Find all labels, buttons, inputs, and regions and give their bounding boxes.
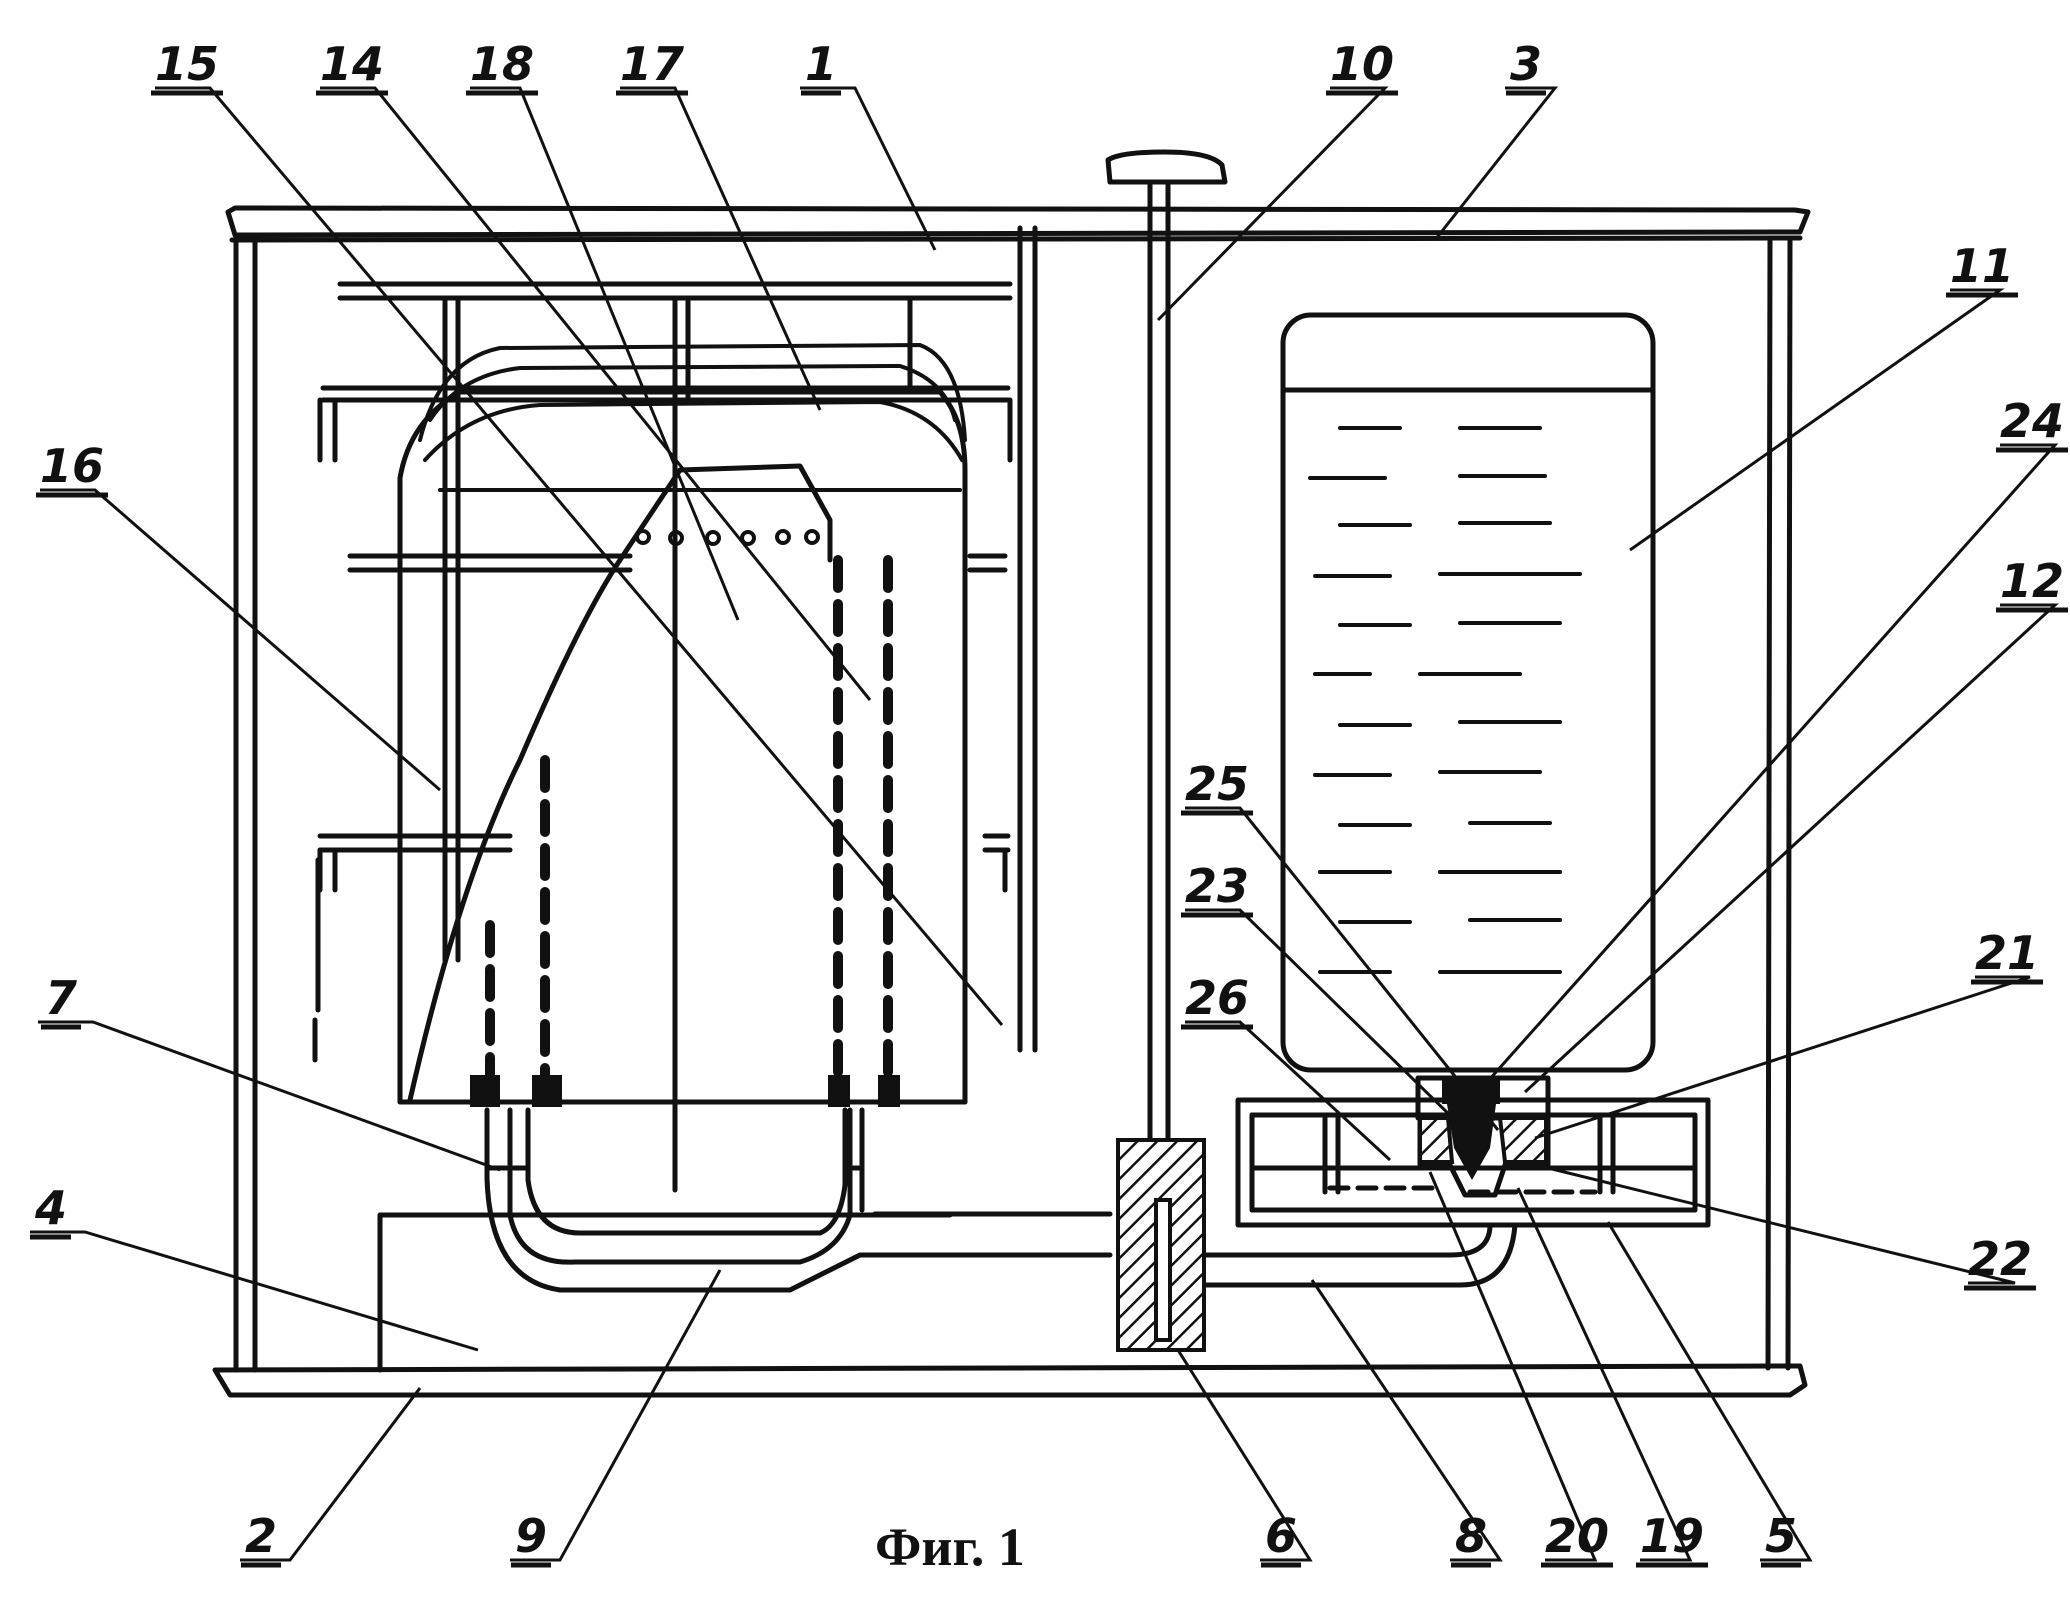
label-20: 20 — [1545, 1509, 1609, 1563]
burner-body — [400, 392, 965, 1102]
label-6: 6 — [1265, 1509, 1297, 1563]
figure-caption: Фиг. 1 — [875, 1517, 1025, 1577]
label-17: 17 — [620, 37, 684, 91]
label-9: 9 — [515, 1509, 547, 1563]
label-23: 23 — [1185, 859, 1249, 913]
label-7: 7 — [45, 971, 77, 1025]
leader-lines — [30, 88, 2055, 1560]
label-14: 14 — [320, 37, 384, 91]
label-19: 19 — [1640, 1509, 1704, 1563]
label-4: 4 — [34, 1181, 67, 1235]
label-15: 15 — [155, 37, 219, 91]
air-holes — [637, 531, 818, 544]
label-8: 8 — [1455, 1509, 1487, 1563]
label-26: 26 — [1185, 971, 1249, 1025]
connecting-pipe — [1205, 1225, 1515, 1285]
label-2: 2 — [245, 1509, 277, 1563]
glass-cylinder — [410, 466, 830, 1100]
label-11: 11 — [1950, 239, 2014, 293]
fuel-trough — [487, 1110, 1110, 1290]
label-1: 1 — [805, 37, 837, 91]
label-22: 22 — [1968, 1232, 2032, 1286]
label-25: 25 — [1185, 757, 1249, 811]
label-12: 12 — [2000, 554, 2064, 608]
wick-tubes — [490, 560, 888, 1095]
fuel-level-dashes — [1310, 428, 1580, 972]
label-5: 5 — [1765, 1509, 1797, 1563]
label-16: 16 — [40, 439, 104, 493]
label-18: 18 — [470, 37, 534, 91]
label-21: 21 — [1975, 926, 2039, 980]
reference-numerals: 15 14 18 17 1 10 3 11 24 16 12 25 23 21 … — [30, 37, 2068, 1565]
label-10: 10 — [1330, 37, 1394, 91]
label-3: 3 — [1510, 37, 1542, 91]
label-24: 24 — [2000, 394, 2064, 448]
